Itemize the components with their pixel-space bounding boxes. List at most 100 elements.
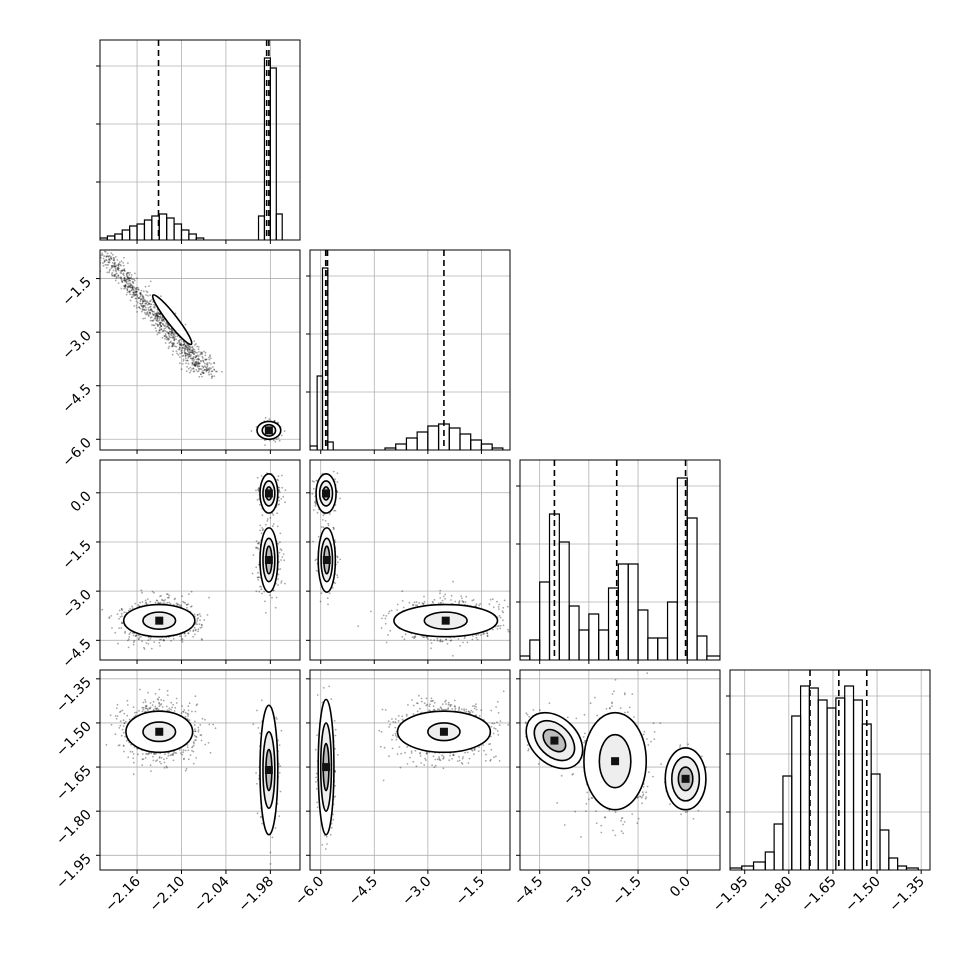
scatter-p1-p3-point: [278, 574, 280, 576]
scatter-p1-p3-point: [152, 591, 154, 593]
scatter-p1-p3-point: [174, 598, 176, 600]
scatter-p2-p3-point: [430, 647, 432, 649]
scatter-p1-p4-point: [127, 700, 129, 702]
scatter-p2-p3-point: [500, 617, 502, 619]
scatter-p1-p2-point: [126, 294, 128, 296]
scatter-p1-p2-point: [168, 346, 170, 348]
scatter-p1-p3-point: [159, 645, 161, 647]
scatter-p1-p4-point: [168, 755, 170, 757]
scatter-p1-p2-point: [162, 323, 164, 325]
scatter-p1-p2-point: [133, 295, 135, 297]
scatter-p1-p2-point: [198, 359, 200, 361]
scatter-p1-p3-point: [257, 489, 259, 491]
hist-p4: −1.95−1.80−1.65−1.50−1.35: [710, 670, 930, 915]
scatter-p1-p3-point: [192, 630, 194, 632]
scatter-p1-p3-point: [159, 639, 161, 641]
scatter-p1-p4-point: [279, 765, 281, 767]
scatter-p1-p4-point: [143, 702, 145, 704]
scatter-p1-p4-point: [187, 713, 189, 715]
scatter-p1-p3-point: [269, 594, 271, 596]
scatter-p1-p4-point: [185, 770, 187, 772]
scatter-p1-p4-point: [159, 761, 161, 763]
scatter-p1-p3-point: [199, 613, 201, 615]
scatter-p1-p3-point: [189, 630, 191, 632]
scatter-p1-p2-point: [208, 369, 210, 371]
scatter-p1-p4-point: [278, 815, 280, 817]
scatter-p1-p2-point: [209, 356, 211, 358]
scatter-p1-p2-point: [199, 365, 201, 367]
scatter-p2-p3-point: [424, 601, 426, 603]
scatter-p2-p3-point: [387, 634, 389, 636]
scatter-p1-p4-point: [257, 812, 259, 814]
scatter-p1-p2-point: [196, 359, 198, 361]
scatter-p1-p2-point: [188, 363, 190, 365]
scatter-p1-p4-plot-area: [100, 670, 300, 870]
hist-p4-xtick-label-2: −1.65: [798, 874, 840, 916]
scatter-p1-p2-point: [95, 260, 97, 262]
scatter-p1-p4-point: [129, 719, 131, 721]
scatter-p2-p3-point: [492, 629, 494, 631]
hist-p3-bin-1: [530, 640, 540, 660]
scatter-p1-p3-point: [284, 501, 286, 503]
scatter-p1-p4-point: [159, 689, 161, 691]
scatter-p1-p3-point: [191, 605, 193, 607]
scatter-p1-p2-point: [179, 347, 181, 349]
scatter-p1-p4-point: [163, 758, 165, 760]
scatter-p1-p3-point: [284, 583, 286, 585]
scatter-p1-p4-point: [152, 756, 154, 758]
hist-p4-xtick-label-4: −1.35: [886, 874, 928, 916]
hist-p1-bin-2: [115, 234, 122, 240]
scatter-p1-p2-ytick-label-1: −3.0: [59, 328, 94, 363]
hist-p4-bin-5: [783, 776, 792, 870]
hist-p4-bin-18: [898, 866, 907, 870]
scatter-p1-p3-point: [188, 632, 190, 634]
scatter-p1-p2-point: [172, 354, 174, 356]
scatter-p1-p4-point: [193, 741, 195, 743]
scatter-p1-p2-point: [194, 351, 196, 353]
scatter-p1-p3-point: [182, 638, 184, 640]
scatter-p1-p2-point: [143, 307, 145, 309]
scatter-p1-p2-point: [95, 259, 97, 261]
scatter-p1-p3-point: [168, 602, 170, 604]
hist-p3-bin-13: [648, 638, 658, 660]
scatter-p1-p4-point: [180, 752, 182, 754]
scatter-p1-p4-point: [208, 724, 210, 726]
scatter-p1-p4-point: [195, 757, 197, 759]
scatter-p1-p2-point: [148, 314, 150, 316]
scatter-p1-p2-point: [174, 339, 176, 341]
scatter-p1-p2-point: [148, 285, 150, 287]
scatter-p1-p2-point: [210, 373, 212, 375]
scatter-p2-p3-point: [427, 638, 429, 640]
scatter-p1-p3-point: [164, 599, 166, 601]
scatter-p1-p2-point: [172, 350, 174, 352]
hist-p1-bin-9: [167, 218, 174, 240]
scatter-p1-p4-point: [117, 704, 119, 706]
scatter-p1-p3-point: [186, 604, 188, 606]
scatter-p1-p3-point: [257, 579, 259, 581]
scatter-p1-p2-point: [150, 306, 152, 308]
scatter-p1-p4-point: [210, 752, 212, 754]
scatter-p1-p3-point: [260, 588, 262, 590]
scatter-p1-p4-point: [260, 816, 262, 818]
scatter-p1-p4-point: [195, 711, 197, 713]
hist-p2-bin-0: [310, 446, 317, 450]
scatter-p1-p3-point: [273, 523, 275, 525]
scatter-p1-p2-point: [203, 372, 205, 374]
scatter-p1-p2-point: [149, 301, 151, 303]
scatter-p2-p3-point: [402, 600, 404, 602]
scatter-p1-p2-point: [264, 444, 266, 446]
scatter-p1-p4-point: [118, 727, 120, 729]
scatter-p1-p4-point: [170, 709, 172, 711]
scatter-p1-p3-point: [148, 639, 150, 641]
scatter-p1-p3-point: [255, 490, 257, 492]
scatter-p1-p2-point: [185, 362, 187, 364]
scatter-p1-p3-point: [123, 611, 125, 613]
hist-p1-bin-8: [159, 214, 166, 240]
scatter-p1-p4-point: [196, 704, 198, 706]
scatter-p1-p2-point: [98, 262, 100, 264]
scatter-p1-p2-point: [136, 305, 138, 307]
scatter-p1-p2-point: [154, 318, 156, 320]
scatter-p1-p2-point: [191, 350, 193, 352]
scatter-p1-p3-point: [184, 602, 186, 604]
scatter-p1-p4-point: [256, 710, 258, 712]
